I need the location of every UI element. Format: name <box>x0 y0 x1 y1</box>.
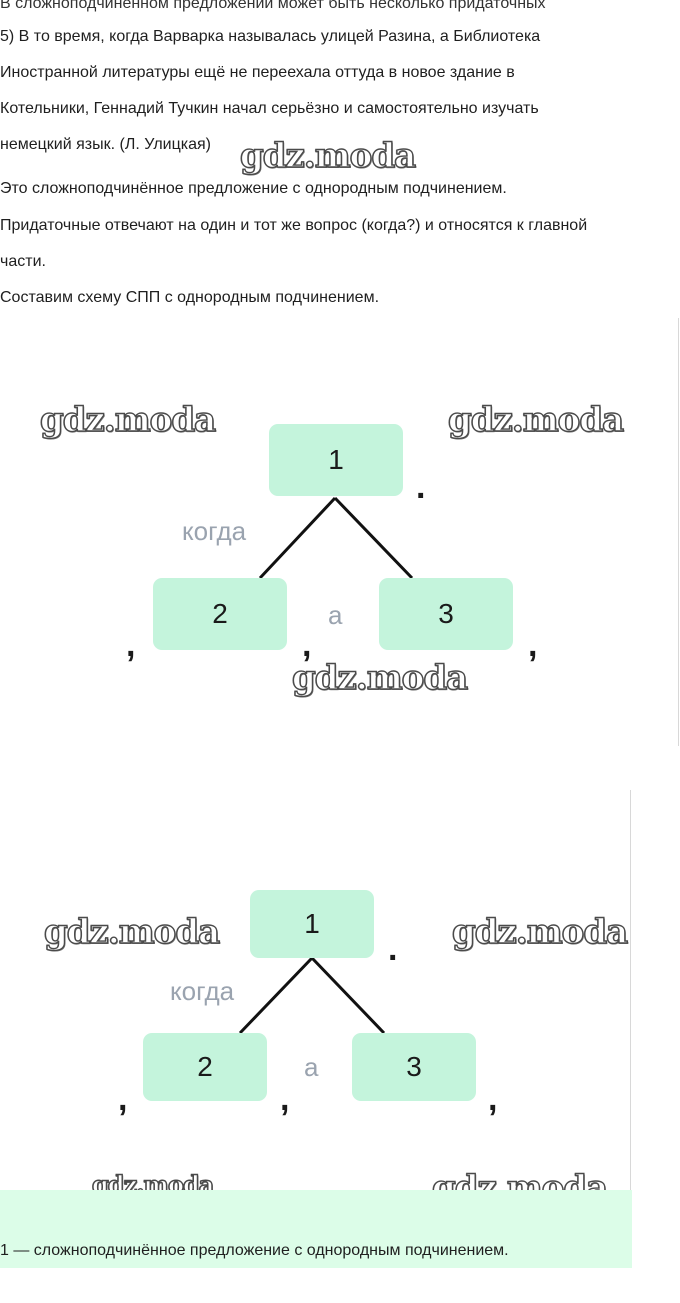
example-line-4: немецкий язык. (Л. Улицкая) <box>0 136 211 153</box>
conjunction-label: а <box>304 1052 319 1082</box>
watermark-logo: gdz.moda <box>43 911 221 952</box>
comma-mark: , <box>280 1080 290 1118</box>
subordinate-clause-box-1: 2 <box>153 578 287 650</box>
summary-highlight <box>0 1190 632 1268</box>
explanation-line-2: Придаточные отвечают на один и тот же во… <box>0 217 588 234</box>
question-label: когда <box>170 976 235 1006</box>
comma-mark: , <box>528 626 538 664</box>
example-line-2: Иностранной литературы ещё не переехала … <box>0 64 515 81</box>
period-mark: . <box>388 930 398 968</box>
subordinate-clause-box-2: 3 <box>379 578 513 650</box>
summary-text: 1 — сложноподчинённое предложение с одно… <box>0 1242 509 1259</box>
explanation-line-1: Это сложноподчинённое предложение с одно… <box>0 180 507 197</box>
subordinate-clause-box-1: 2 <box>143 1033 267 1101</box>
subordinate-clause-box-2: 3 <box>352 1033 476 1101</box>
watermark-logo: gdz.moda <box>39 399 217 440</box>
example-line-3: Котельники, Геннадий Тучкин начал серьёз… <box>0 100 539 117</box>
explanation-line-3: части. <box>0 253 46 270</box>
comma-mark: , <box>126 626 136 664</box>
explanation-line-4: Составим схему СПП с однородным подчинен… <box>0 289 380 306</box>
comma-mark: , <box>118 1080 128 1118</box>
main-clause-box: 1 <box>269 424 403 496</box>
watermark-logo: gdz.moda <box>451 911 629 952</box>
example-line-1: 5) В то время, когда Варварка называлась… <box>0 28 541 45</box>
watermark-logo: gdz.moda <box>239 135 417 176</box>
comma-mark: , <box>488 1080 498 1118</box>
conjunction-label: а <box>328 600 343 630</box>
comma-mark: , <box>302 626 312 664</box>
divider-line <box>630 790 631 1268</box>
main-clause-box: 1 <box>250 890 374 958</box>
divider-line <box>678 318 679 746</box>
period-mark: . <box>416 468 426 506</box>
question-label: когда <box>182 516 247 546</box>
watermark-logo: gdz.moda <box>447 399 625 440</box>
watermark-logo: gdz.moda <box>291 657 469 698</box>
cut-off-text-line: В сложноподчинённом предложении может бы… <box>0 0 546 12</box>
